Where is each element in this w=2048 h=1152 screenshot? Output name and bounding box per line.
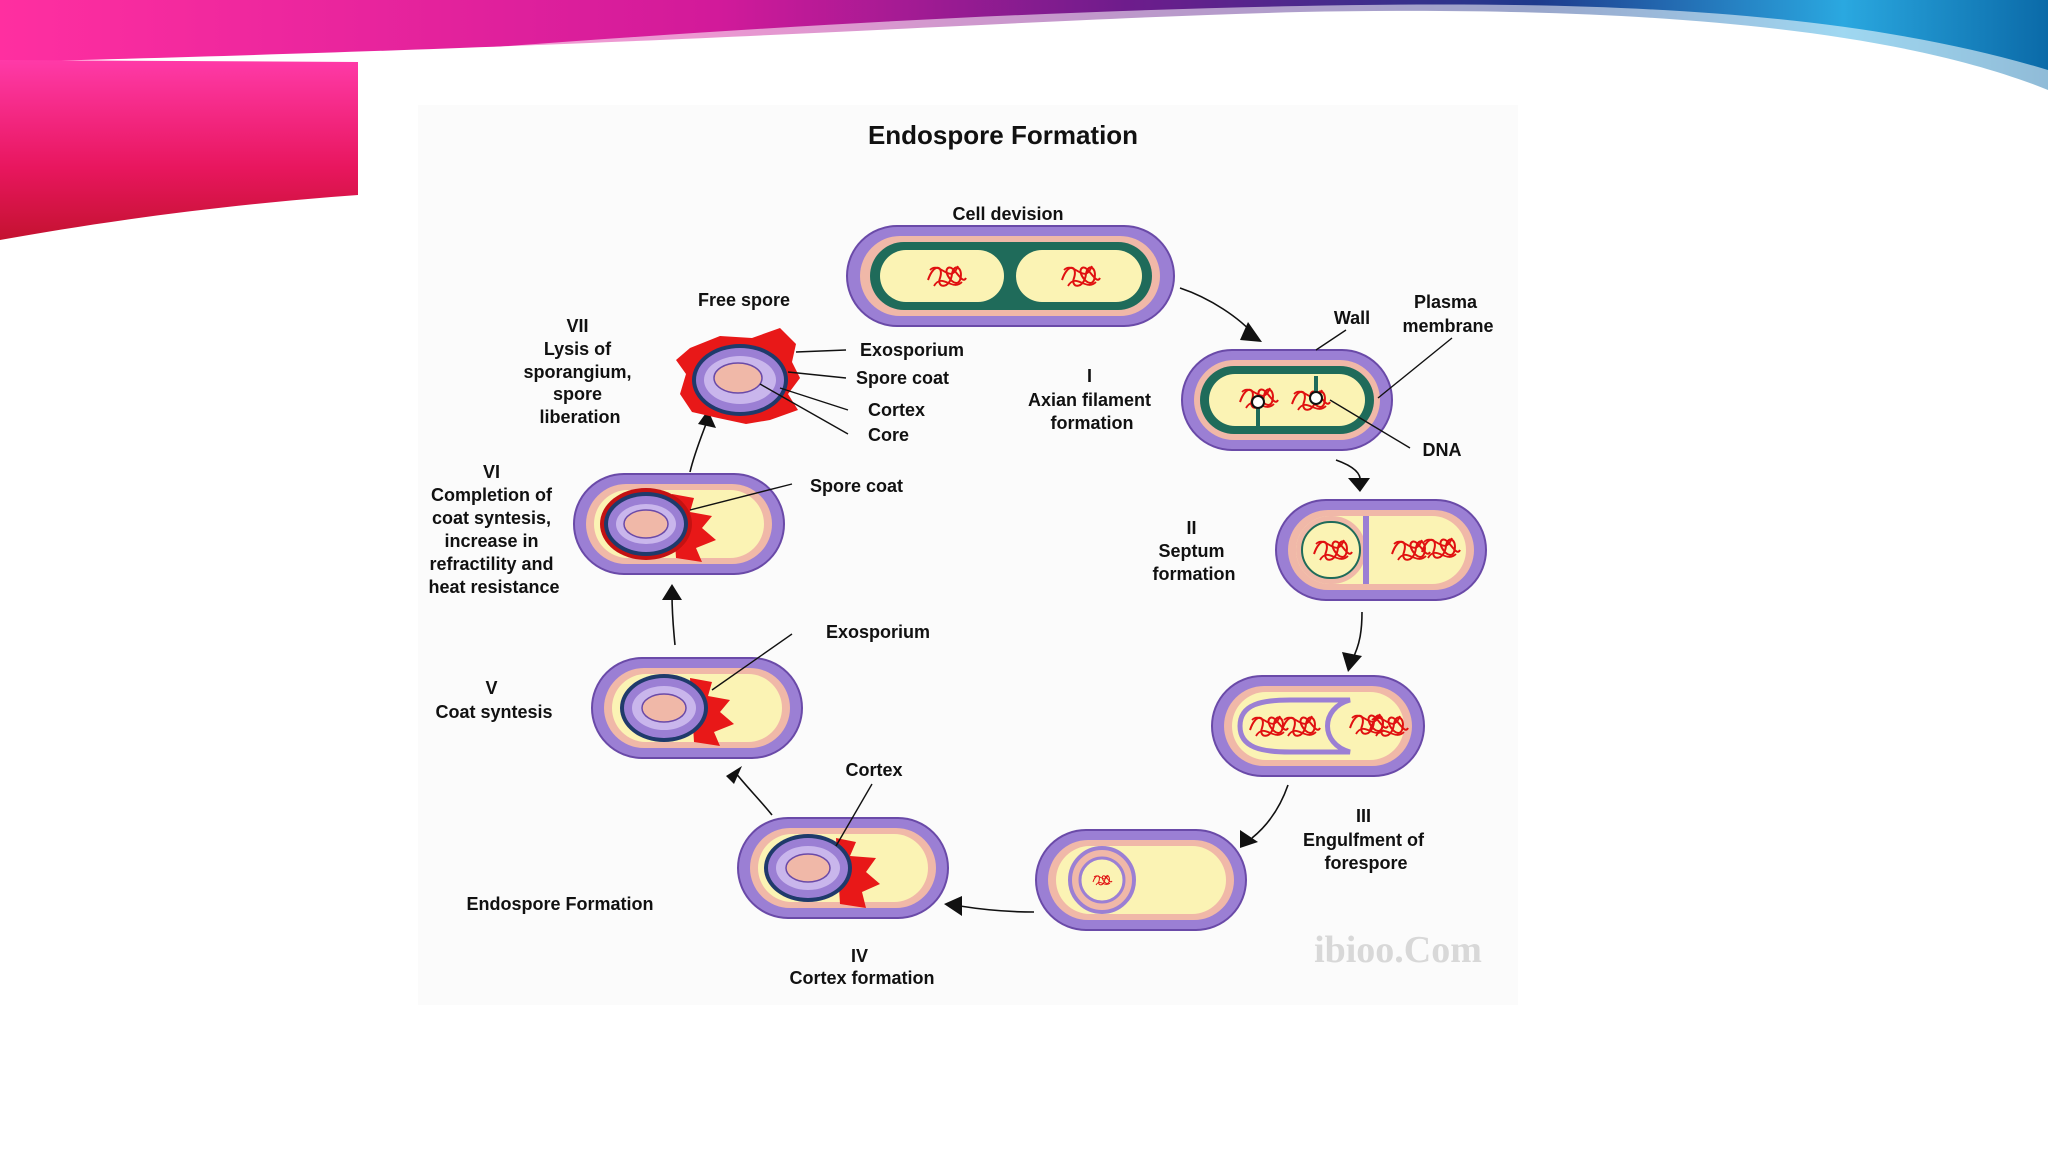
label-stage7-line2: sporangium, xyxy=(523,362,631,382)
label-spore-coat-fs: Spore coat xyxy=(856,368,949,388)
label-cortex-iv: Cortex xyxy=(845,760,902,780)
label-wall: Wall xyxy=(1334,308,1370,328)
label-stage6: VI Completion of coat syntesis, increase… xyxy=(428,462,559,597)
label-stage5-line1: Coat syntesis xyxy=(435,702,552,722)
label-stage1-line1: Axian filament xyxy=(1028,390,1151,410)
label-stage7: VII Lysis of sporangium, spore liberatio… xyxy=(523,316,636,427)
label-cell-division: Cell devision xyxy=(952,204,1063,224)
label-stage4: IV Cortex formation xyxy=(789,946,934,988)
label-stage3-line1: Engulfment of xyxy=(1303,830,1425,850)
label-stage7-line1: Lysis of xyxy=(544,339,612,359)
stage4-leader-line xyxy=(835,783,873,847)
label-stage3-num: III xyxy=(1356,806,1371,826)
stage6-leader-line xyxy=(689,483,793,511)
label-exosporium-v: Exosporium xyxy=(826,622,930,642)
stage2-cell xyxy=(1275,499,1487,601)
label-stage2-line1: Septum xyxy=(1158,541,1224,561)
label-footer: Endospore Formation xyxy=(466,894,653,914)
free-spore xyxy=(676,328,800,424)
label-cortex-fs: Cortex xyxy=(868,400,925,420)
label-stage5-num: V xyxy=(485,678,497,698)
label-stage2-num: II xyxy=(1186,518,1196,538)
label-stage6-num: VI xyxy=(483,462,500,482)
label-stage3: III Engulfment of forespore xyxy=(1303,806,1429,873)
label-stage1: I Axian filament formation xyxy=(1028,366,1156,433)
free-spore-leader-lines xyxy=(759,349,849,435)
label-stage6-line3: increase in xyxy=(444,531,538,551)
label-stage6-line2: coat syntesis, xyxy=(432,508,551,528)
label-stage6-line5: heat resistance xyxy=(428,577,559,597)
label-stage7-line4: liberation xyxy=(539,407,620,427)
left-banner xyxy=(0,60,358,240)
diagram-title: Endospore Formation xyxy=(868,120,1138,150)
label-dna: DNA xyxy=(1423,440,1462,460)
label-free-spore: Free spore xyxy=(698,290,790,310)
label-stage1-line2: formation xyxy=(1051,413,1134,433)
label-stage1-num: I xyxy=(1087,366,1092,386)
label-core-fs: Core xyxy=(868,425,909,445)
label-stage2: II Septum formation xyxy=(1153,518,1236,584)
label-stage2-line2: formation xyxy=(1153,564,1236,584)
label-stage6-line1: Completion of xyxy=(431,485,553,505)
stage3-cell xyxy=(1211,675,1425,777)
stage1-cell xyxy=(1181,349,1393,451)
watermark: ibioo.Com xyxy=(1314,929,1482,971)
stage6-cell xyxy=(573,473,785,575)
label-stage7-line3: spore xyxy=(553,384,602,404)
stage5-leader-line xyxy=(711,633,793,691)
label-stage3-line2: forespore xyxy=(1324,853,1407,873)
label-stage7-num: VII xyxy=(566,316,588,336)
stage1-leader-lines xyxy=(1315,329,1453,449)
label-exosporium-fs: Exosporium xyxy=(860,340,964,360)
top-banner xyxy=(0,0,2048,95)
label-spore-coat-vi: Spore coat xyxy=(810,476,903,496)
label-stage4-num: IV xyxy=(851,946,868,966)
stage5-cell xyxy=(591,657,803,759)
label-plasma-membrane-line2: membrane xyxy=(1402,316,1493,336)
label-stage5: V Coat syntesis xyxy=(435,678,552,722)
forespore-cell xyxy=(1035,829,1247,931)
label-plasma-membrane: Plasma membrane xyxy=(1402,292,1493,336)
stage4-cell xyxy=(737,817,949,919)
arrowheads xyxy=(662,322,1370,916)
label-plasma-membrane-line1: Plasma xyxy=(1414,292,1478,312)
label-stage6-line4: refractility and xyxy=(429,554,553,574)
label-stage4-line1: Cortex formation xyxy=(789,968,934,988)
cell-division-cell xyxy=(846,225,1175,327)
